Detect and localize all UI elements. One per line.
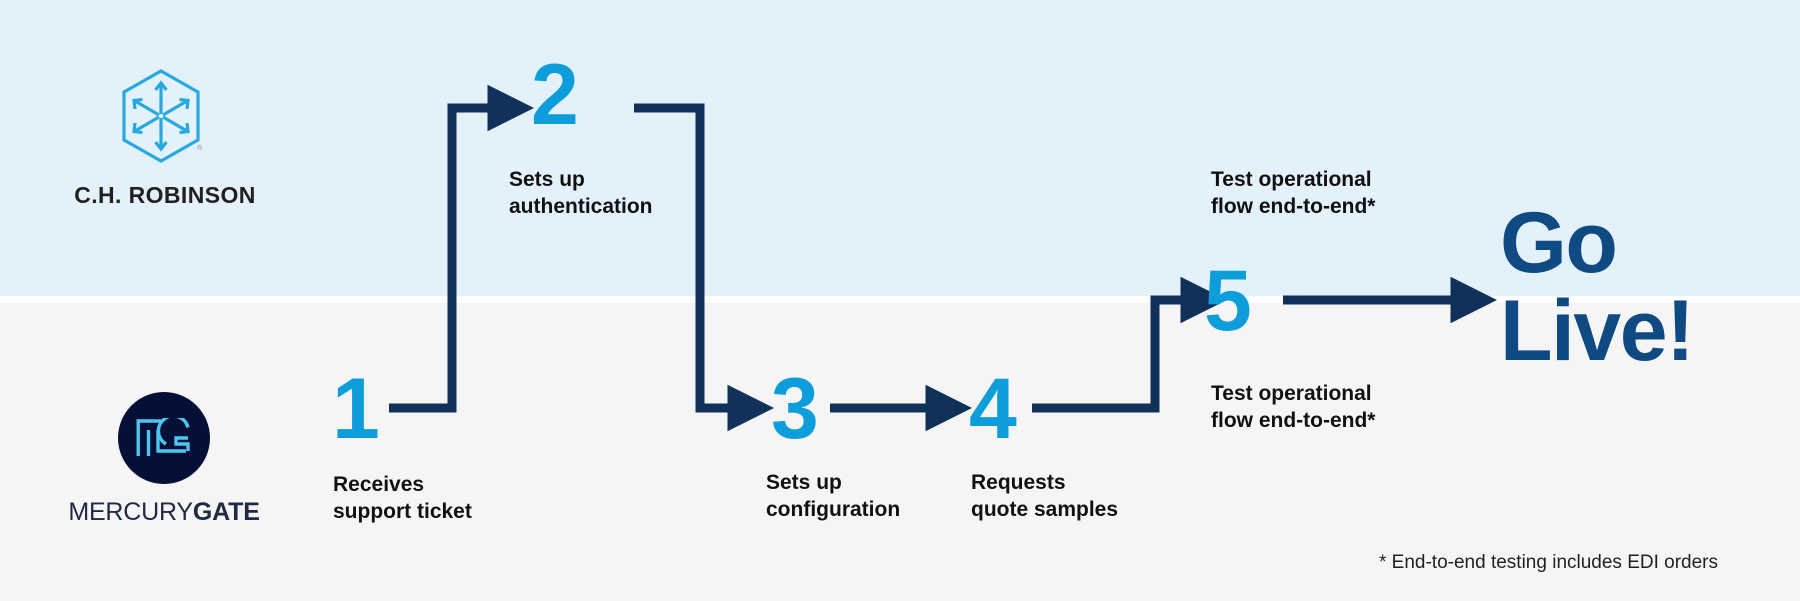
connector-step2-to-step3 bbox=[634, 103, 775, 432]
step-label-2: Sets up authentication bbox=[509, 168, 653, 218]
mercurygate-lane-background bbox=[0, 303, 1800, 601]
chrobinson-lane-background bbox=[0, 0, 1800, 296]
registered-mark-icon: ® bbox=[197, 144, 203, 152]
step-label-5-mercurygate: Test operational flow end-to-end* bbox=[1211, 382, 1376, 432]
connector-step4-to-step5 bbox=[1032, 276, 1228, 413]
step-number-2: 2 bbox=[531, 47, 579, 143]
lane-divider bbox=[0, 296, 1800, 303]
step-label-5-chrobinson: Test operational flow end-to-end* bbox=[1211, 168, 1376, 218]
connector-step1-to-step2 bbox=[389, 84, 535, 413]
step-number-3: 3 bbox=[771, 361, 819, 457]
ch-robinson-hexagon-arrows-icon: ® bbox=[122, 69, 203, 163]
mercurygate-mg-monogram-icon bbox=[136, 418, 190, 456]
ch-robinson-wordmark: C.H. ROBINSON bbox=[74, 182, 256, 208]
step-label-4: Requests quote samples bbox=[971, 471, 1119, 521]
mercurygate-wordmark-bold: GATE bbox=[192, 498, 260, 526]
mercurygate-wordmark-light: MERCURY bbox=[68, 498, 193, 526]
step-number-1: 1 bbox=[332, 361, 380, 457]
step-label-1: Receives support ticket bbox=[333, 473, 472, 523]
step-label-3: Sets up configuration bbox=[766, 471, 901, 521]
footnote: * End-to-end testing includes EDI orders bbox=[1379, 552, 1719, 573]
go-live-outcome: Go Live! bbox=[1500, 195, 1695, 379]
mercurygate-wordmark: MERCURYGATE bbox=[50, 498, 278, 527]
step-number-4: 4 bbox=[969, 361, 1017, 457]
step-number-5: 5 bbox=[1204, 253, 1252, 349]
mercurygate-logo-circle bbox=[118, 392, 210, 484]
